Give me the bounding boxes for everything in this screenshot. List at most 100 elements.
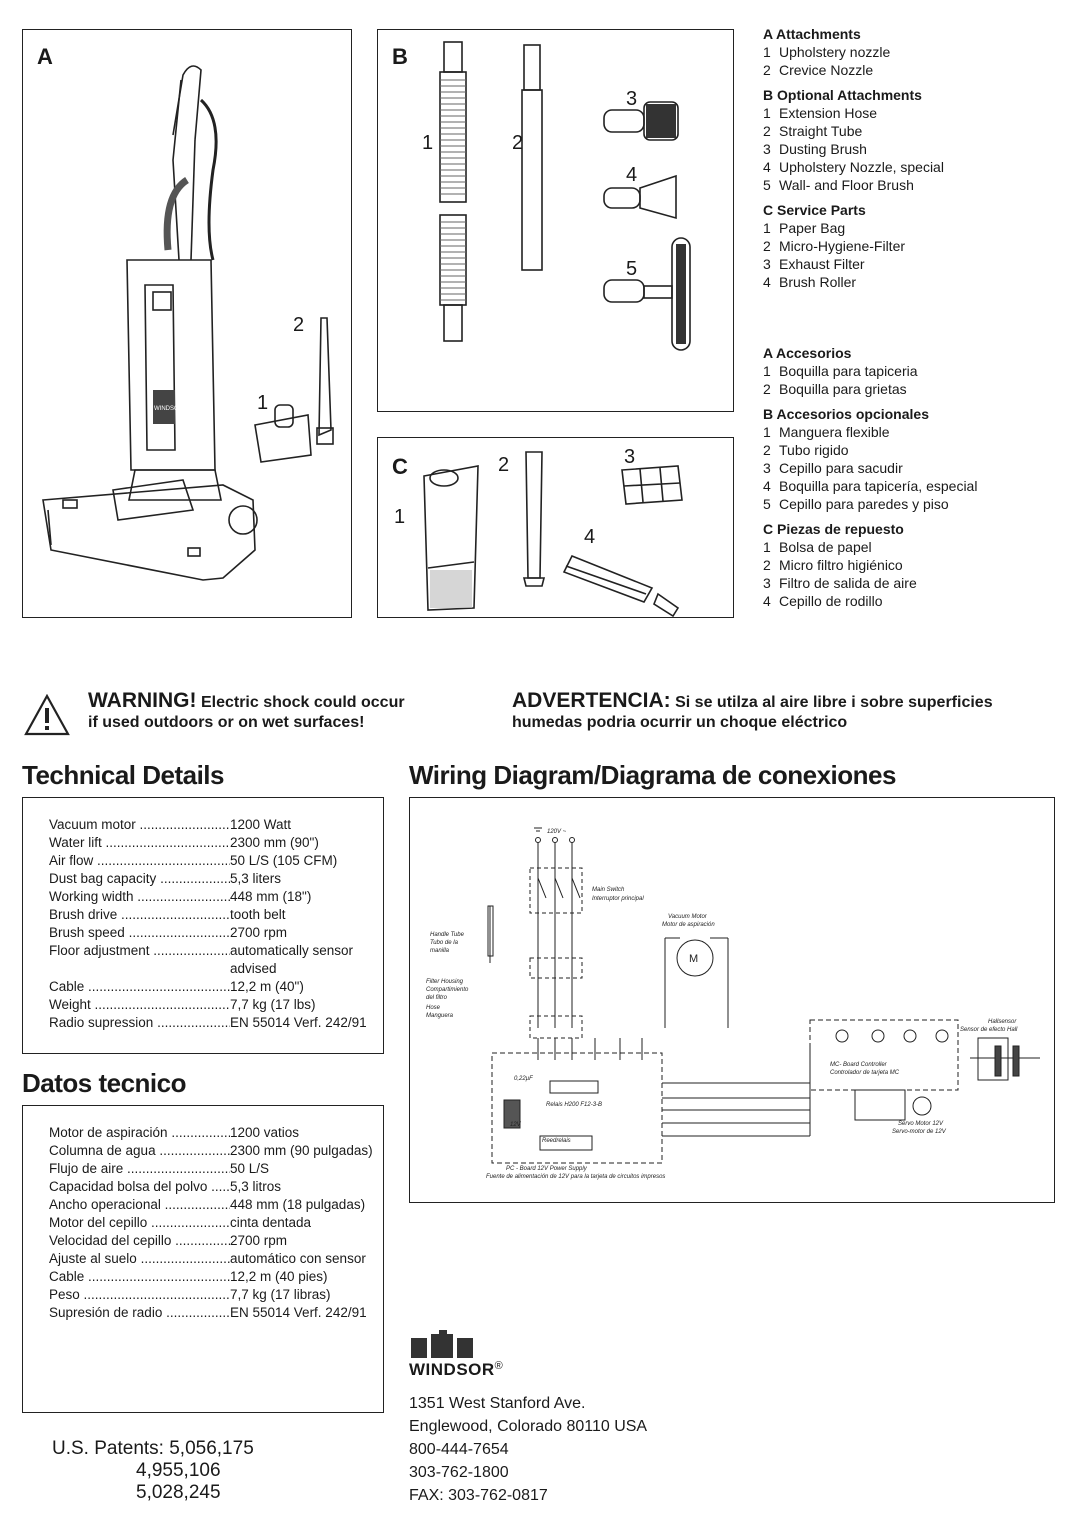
panel-c-num-1: 1 [394,506,406,528]
patent-number: 5,056,175 [169,1438,254,1459]
label-reedrelais: Reedrelais [542,1138,571,1144]
label-filter-housing-es2: del filtro [426,995,448,1001]
label-handle-tube-es2: manilla [430,948,450,954]
technical-details-heading: Technical Details [22,760,225,790]
table-row: Working width448 mm (18") [49,888,390,906]
datos-tecnico-box: Motor de aspiración1200 vatios Columna d… [22,1105,384,1413]
panel-b-num-1: 1 [422,132,434,154]
legend-heading: B Optional Attachments [763,87,922,103]
wiring-schematic: 120V ~ Main Switch Interruptor principal… [426,827,1040,1180]
table-row: Ajuste al sueloautomático con sensor [49,1250,390,1268]
label-mc-board-es: Controlador de tarjeta MC [830,1070,900,1076]
label-vacuum-motor: Vacuum Motor [668,914,708,920]
warning-english: WARNING! Electric shock could occur if u… [88,689,405,731]
windsor-brand-name: WINDSOR® [409,1360,504,1379]
label-pc-board-es: Fuente de alimentación de 12V para la ta… [486,1174,665,1180]
label-12v: 12V [510,1122,522,1128]
panel-a-num-1: 1 [257,392,269,414]
table-row: Columna de agua2300 mm (90 pulgadas) [49,1142,390,1160]
label-capacitor: 0,22µF [514,1076,533,1082]
label-handle-tube-es1: Tubo de la [430,940,459,946]
table-row: Supresión de radioEN 55014 Verf. 242/91 [49,1304,390,1322]
wiring-diagram-heading: Wiring Diagram/Diagrama de conexiones [409,760,896,790]
table-row: Water lift2300 mm (90") [49,834,390,852]
svg-text:WINDSOR: WINDSOR [154,406,184,412]
table-row: Floor adjustmentautomatically sensor adv… [49,942,390,978]
label-filter-housing: Filter Housing [426,979,464,985]
optional-attachments-illustration [439,41,691,351]
panel-b-num-3: 3 [626,88,638,110]
table-row: Ancho operacional448 mm (18 pulgadas) [49,1196,390,1214]
warning-title: WARNING! [88,689,197,712]
windsor-logo-icon [411,1330,473,1358]
table-row: Peso7,7 kg (17 libras) [49,1286,390,1304]
label-hallsensor: Hallsensor [988,1019,1017,1025]
patent-number: 5,028,245 [136,1482,221,1503]
panel-a-num-2: 2 [293,314,305,336]
panel-c: C 1 2 3 4 [377,437,734,618]
legend-heading: C Service Parts [763,202,866,218]
wiring-diagram-box: 120V ~ Main Switch Interruptor principal… [409,797,1055,1203]
label-handle-tube: Handle Tube [430,932,465,938]
table-row: Capacidad bolsa del polvo5,3 litros [49,1178,390,1196]
datos-tecnico-heading: Datos tecnico [22,1068,187,1098]
motor-symbol: M [689,953,698,965]
patents-block: U.S. Patents: 5,056,175 [52,1438,254,1460]
label-mc-board: MC- Board Controller [830,1062,888,1068]
label-pc-board: PC - Board 12V Power Supply [506,1166,588,1172]
label-voltage: 120V ~ [547,829,567,835]
panel-c-num-4: 4 [584,526,596,548]
table-row: Velocidad del cepillo2700 rpm [49,1232,390,1250]
label-main-switch-es: Interruptor principal [592,896,644,902]
patents-label: U.S. Patents: [52,1438,164,1459]
label-relais: Relais H200 F12-3-B [546,1102,602,1108]
panel-b: B 1 2 3 4 5 [377,29,734,412]
technical-details-box: Vacuum motor1200 Watt Water lift2300 mm … [22,797,384,1054]
label-hose: Hose [426,1005,441,1011]
panel-c-num-3: 3 [624,446,636,468]
legend-heading: A Attachments [763,26,861,42]
label-main-switch: Main Switch [592,887,625,893]
advertencia-title: ADVERTENCIA: [512,689,671,712]
service-parts-illustration [423,451,683,617]
table-row: Flujo de aire50 L/S [49,1160,390,1178]
table-row: Brush drivetooth belt [49,906,390,924]
label-hallsensor-es: Sensor de efecto Hall [960,1027,1018,1033]
legend-heading: B Accesorios opcionales [763,406,929,422]
table-row: Motor del cepillocinta dentada [49,1214,390,1232]
panel-b-num-5: 5 [626,258,638,280]
label-filter-housing-es1: Compartimiento [426,987,469,993]
legend-heading: C Piezas de repuesto [763,521,904,537]
table-row: Motor de aspiración1200 vatios [49,1124,390,1142]
panel-c-letter: C [392,454,408,479]
table-row: Cable12,2 m (40") [49,978,390,996]
company-address: 1351 West Stanford Ave. Englewood, Color… [409,1395,648,1504]
panel-b-letter: B [392,44,408,69]
panel-a: A 2 1 [22,29,352,618]
label-hose-es: Manguera [426,1013,454,1019]
warning-spanish: ADVERTENCIA: Si se utilza al aire libre … [512,689,993,731]
table-row: Brush speed2700 rpm [49,924,390,942]
